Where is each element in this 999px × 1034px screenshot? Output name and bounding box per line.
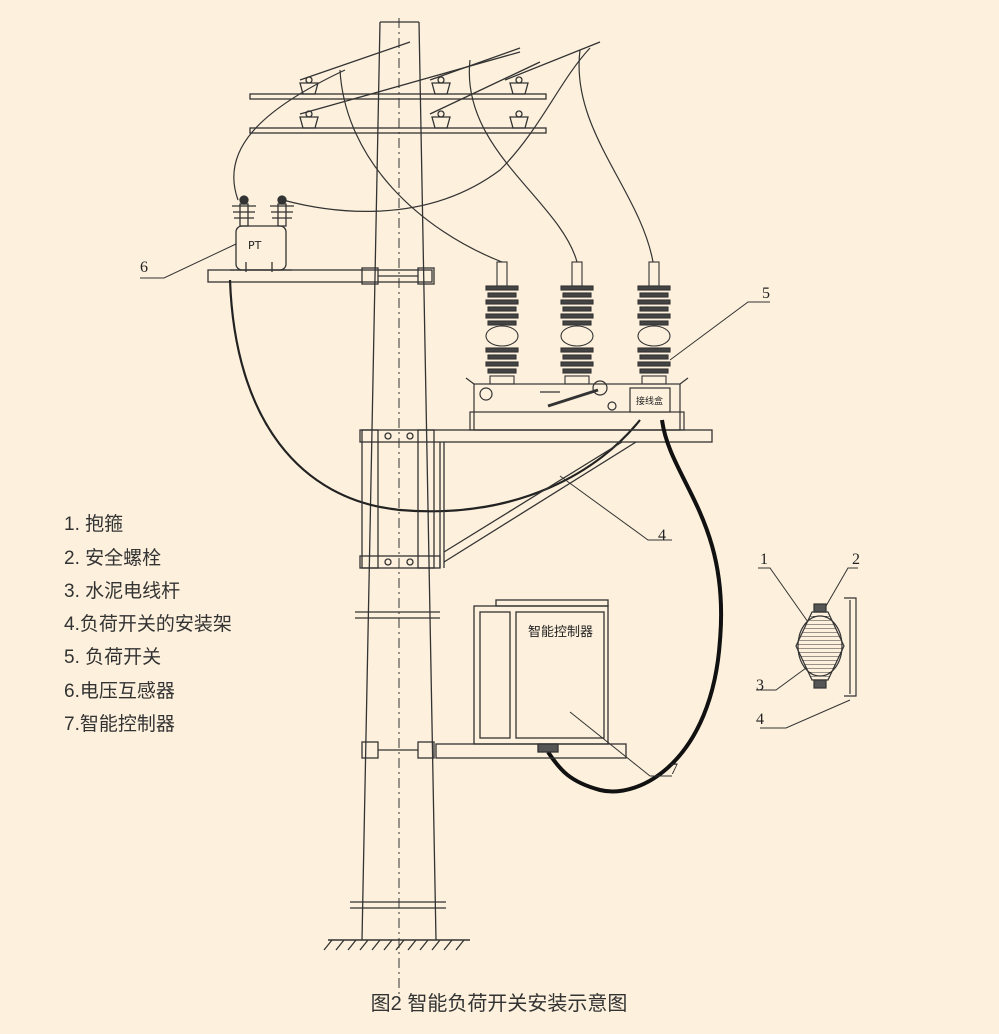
controller-label: 智能控制器: [528, 625, 593, 640]
callout-6: 6: [140, 259, 148, 276]
junction-box-label: 接线盒: [636, 395, 663, 407]
callout-5: 5: [762, 285, 770, 302]
legend-item-6: 6.电压互感器: [64, 680, 175, 702]
load-switch: 接线盒: [465, 377, 689, 431]
figure-caption: 图2 智能负荷开关安装示意图: [371, 992, 628, 1015]
callout-1: 1: [760, 551, 768, 568]
legend-item-5: 5. 负荷开关: [64, 646, 161, 668]
intelligent-controller: 智能控制器: [361, 599, 627, 759]
drop-leads: [233, 47, 654, 263]
cross-arms: [249, 41, 601, 134]
hoop-detail: [795, 597, 857, 697]
legend-item-1: 1. 抱箍: [64, 513, 123, 535]
legend: 1. 抱箍 2. 安全螺栓 3. 水泥电线杆 4.负荷开关的安装架 5. 负荷开…: [64, 513, 232, 735]
concrete-pole: [323, 18, 470, 1000]
callout-7: 7: [670, 761, 678, 778]
switch-bushing-b: [560, 261, 594, 385]
legend-item-4: 4.负荷开关的安装架: [64, 613, 232, 635]
switch-bushing-a: [485, 261, 519, 385]
legend-item-3: 3. 水泥电线杆: [64, 580, 180, 602]
control-cable: [546, 419, 724, 794]
legend-item-7: 7.智能控制器: [64, 713, 175, 735]
voltage-transformer: PT: [230, 195, 294, 272]
callout-leaders: [140, 243, 858, 777]
callout-4-detail: 4: [756, 711, 764, 728]
callout-3: 3: [756, 677, 764, 694]
callout-2: 2: [852, 551, 860, 568]
pt-bracket: [207, 267, 435, 285]
pt-cable: [228, 279, 641, 513]
pt-label: PT: [248, 239, 262, 252]
callout-4: 4: [658, 527, 666, 544]
switch-mounting-frame: [359, 429, 713, 569]
switch-bushing-c: [637, 261, 671, 385]
legend-item-2: 2. 安全螺栓: [64, 547, 161, 569]
